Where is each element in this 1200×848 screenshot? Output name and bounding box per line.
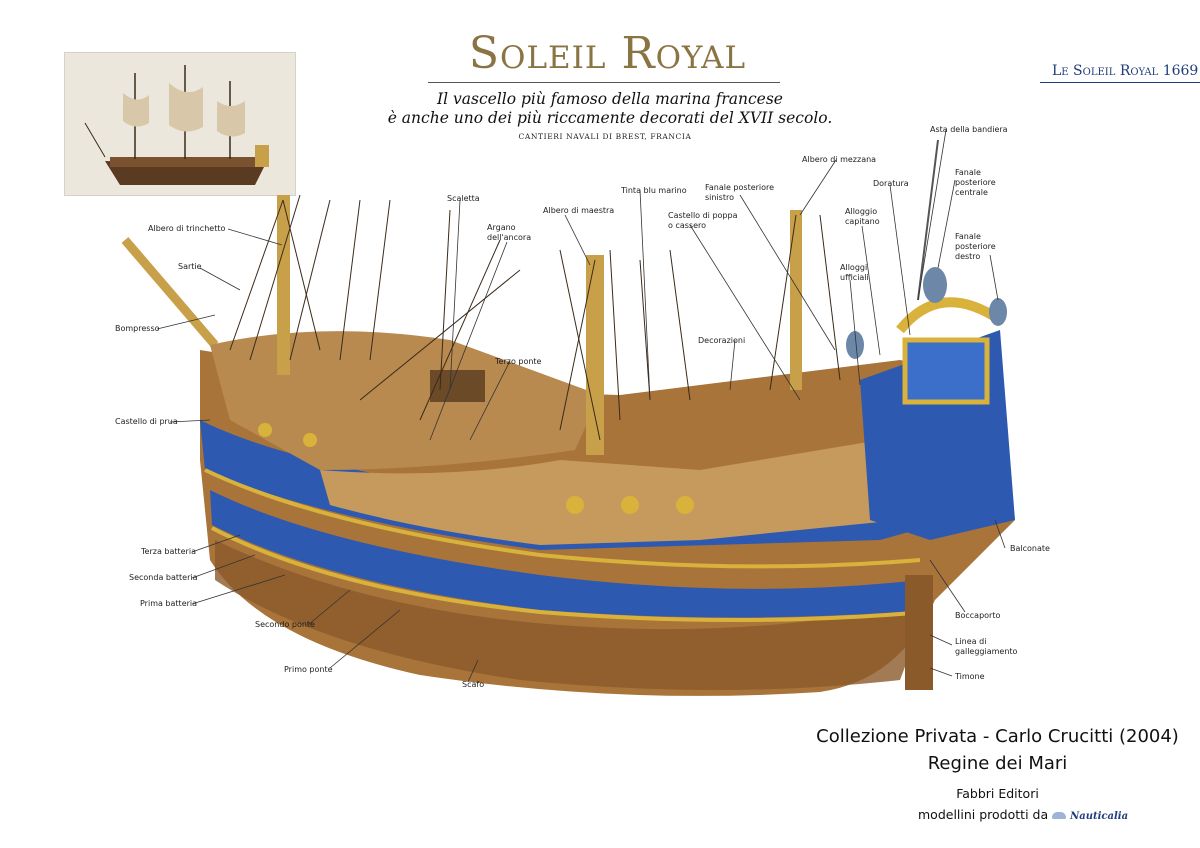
label-forecastle: Castello di prua [115, 417, 178, 426]
label-left-lantern: Fanale posteriore sinistro [705, 183, 775, 202]
subtitle-line-1: Il vascello più famoso della marina fran… [437, 90, 783, 108]
ship-thumbnail [64, 52, 296, 196]
label-third-battery: Terza batteria [141, 547, 196, 556]
label-main-mast: Albero di maestra [543, 206, 615, 215]
thumbnail-ship-illustration [65, 53, 295, 195]
hull-lower-shade [215, 540, 930, 690]
main-mast [586, 255, 604, 455]
label-anchor-capstan: Argano dell'ancora [487, 223, 532, 242]
label-ladder: Scaletta [447, 194, 480, 203]
boat-logo-icon [1052, 812, 1067, 819]
right-lantern [989, 298, 1007, 326]
label-mizzen-mast: Albero di mezzana [802, 155, 877, 164]
hull-blue-band-lower [210, 490, 925, 618]
shipyard-caption: CANTIERI NAVALI DI BREST, FRANCIA [518, 132, 692, 141]
label-navy-blue: Tinta blu marino [621, 186, 687, 195]
credit-series: Regine dei Mari [927, 753, 1068, 774]
credit-publisher: Fabbri Editori [956, 786, 1039, 801]
subtitle-line-2: è anche uno dei più riccamente decorati … [387, 109, 833, 127]
label-third-deck: Terzo ponte [495, 357, 542, 366]
label-quarterdeck: Castello di poppa o cassero [668, 211, 738, 230]
gold-wale-1 [204, 468, 921, 569]
label-fore-mast: Albero di trinchetto [148, 224, 226, 233]
label-shrouds: Sartie [178, 262, 202, 271]
center-lantern [923, 267, 947, 303]
label-captain-quarters: Alloggio capitano [845, 207, 880, 226]
gun-deck-cutaway [320, 440, 900, 545]
corner-title: Le Soleil Royal 1669 [1052, 63, 1199, 79]
stern-gilding [896, 297, 1003, 334]
label-rudder: Timone [955, 672, 985, 681]
label-decorations: Decorazioni [698, 336, 746, 345]
label-gilding: Doratura [873, 179, 909, 188]
label-center-lantern: Fanale posteriore centrale [955, 168, 996, 197]
page-title: Soleil Royal [468, 28, 747, 79]
label-right-lantern: Fanale posteriore destro [955, 232, 996, 261]
stern-painted-panel [902, 337, 990, 405]
label-hatch: Boccaporto [955, 611, 1001, 620]
rudder [905, 575, 933, 690]
corner-underline [1040, 82, 1200, 83]
flagstaff [917, 139, 939, 301]
label-waterline: Linea di galleggiamento [955, 637, 1018, 656]
deck-grating [430, 370, 485, 402]
label-second-battery: Seconda batteria [129, 573, 198, 582]
credit-collection: Collezione Privata - Carlo Crucitti (200… [816, 726, 1179, 747]
rigging-lines [229, 194, 841, 441]
credit-producer: modellini prodotti da Nauticalia [918, 807, 1128, 822]
label-hull: Scafo [462, 680, 485, 689]
label-first-battery: Prima batteria [140, 599, 198, 608]
gun-ports [258, 423, 694, 514]
mizzen-mast [790, 210, 802, 390]
title-underline [428, 82, 780, 83]
label-balconies: Balconate [1010, 544, 1050, 553]
bowsprit-spar [121, 237, 219, 348]
label-bowsprit: Bompresso [115, 324, 160, 333]
left-lantern [846, 331, 864, 359]
label-flagstaff: Asta della bandiera [930, 125, 1008, 134]
label-second-deck: Secondo ponte [255, 620, 315, 629]
label-first-deck: Primo ponte [284, 665, 333, 674]
nauticalia-logo: Nauticalia [1070, 811, 1129, 822]
gold-wale-2 [211, 526, 926, 622]
label-officer-quarters: Alloggi ufficiali [840, 263, 869, 282]
producer-text: modellini prodotti da [918, 807, 1049, 822]
